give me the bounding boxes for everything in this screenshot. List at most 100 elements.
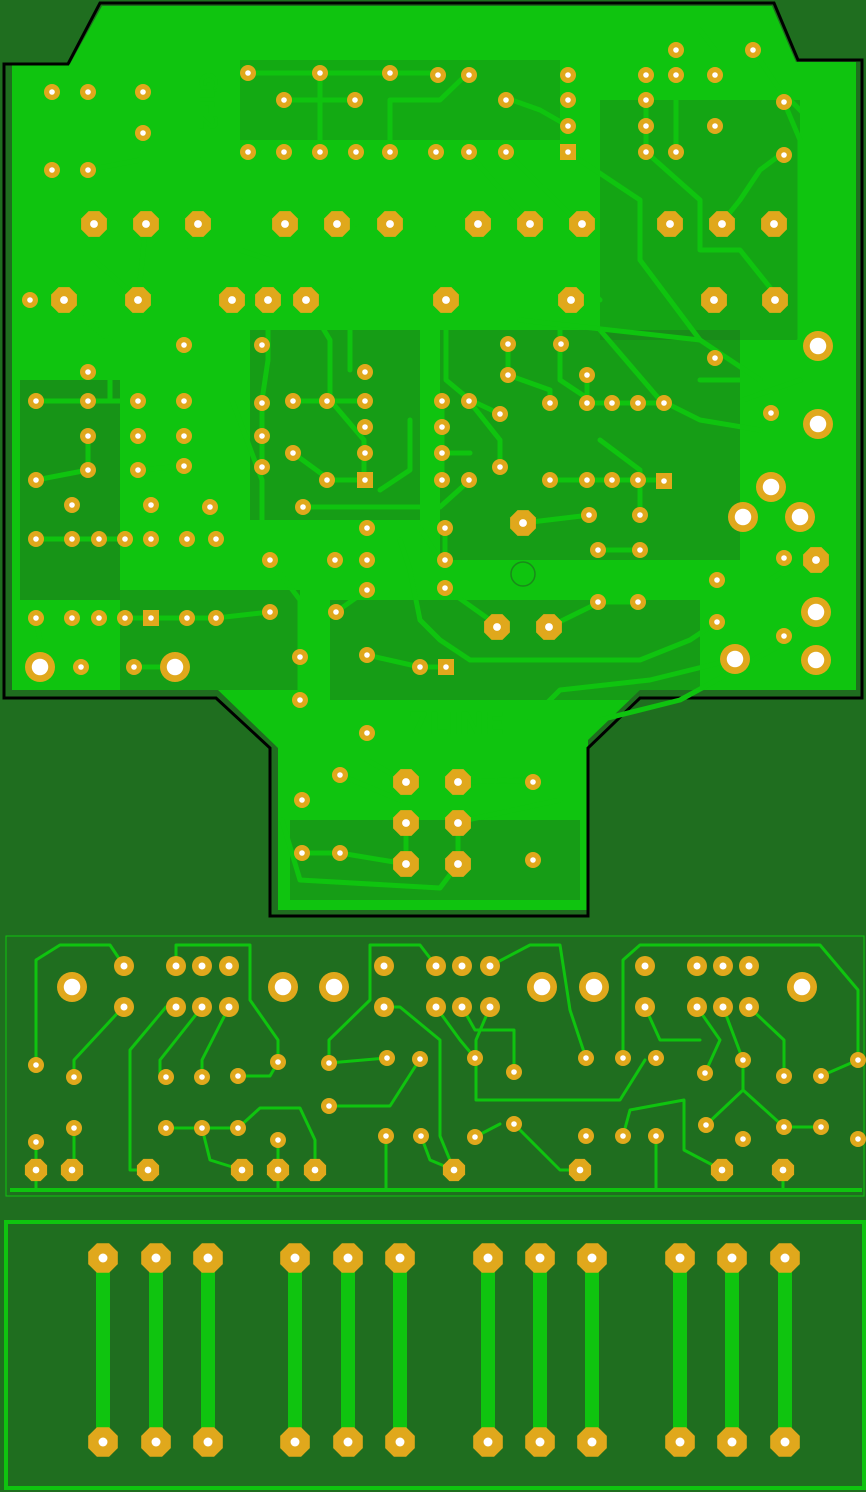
component-pad <box>498 144 514 160</box>
component-pad <box>158 1120 174 1136</box>
jack-strip-outline <box>5 935 865 1197</box>
component-pad <box>254 428 270 444</box>
drill-hole <box>300 504 306 510</box>
drill-hole <box>472 1055 478 1061</box>
component-pad <box>542 395 558 411</box>
drill-hole <box>454 819 462 827</box>
drill-hole <box>442 525 448 531</box>
trace <box>364 730 409 785</box>
drill-hole <box>362 477 368 483</box>
component-pad <box>378 1128 394 1144</box>
component-pad <box>553 336 569 352</box>
drill-hole <box>637 512 643 518</box>
component-pad <box>130 428 146 444</box>
jack-pads <box>24 956 866 1182</box>
connector-pad <box>452 997 472 1017</box>
drill-hole <box>299 797 305 803</box>
drill-hole <box>583 1055 589 1061</box>
component-pad <box>240 144 256 160</box>
trace <box>643 70 783 303</box>
drill-hole <box>497 411 503 417</box>
drill-hole <box>712 123 718 129</box>
component-pad <box>28 1134 44 1150</box>
jack-socket-pad <box>319 972 349 1002</box>
component-pad <box>80 428 96 444</box>
trace <box>740 377 803 520</box>
trace <box>229 297 265 563</box>
component-pad <box>579 367 595 383</box>
drill-hole <box>719 962 727 970</box>
drill-hole <box>395 1253 405 1263</box>
component-pad <box>604 472 620 488</box>
component-pad <box>347 92 363 108</box>
component-pad <box>328 604 344 620</box>
drill-hole <box>267 557 273 563</box>
drill-hole <box>364 525 370 531</box>
pot-pin-pad <box>81 211 107 237</box>
drill-hole <box>311 1166 319 1174</box>
trace <box>488 943 588 1060</box>
trace <box>327 1056 389 1065</box>
pot-bottom-pad <box>717 1427 747 1457</box>
component-pad <box>135 125 151 141</box>
component-pad <box>412 659 428 675</box>
trace <box>466 398 503 470</box>
drill-hole <box>493 623 501 631</box>
drill-hole <box>131 664 137 670</box>
component-pad <box>327 552 343 568</box>
component-pad <box>437 520 453 536</box>
drill-hole <box>181 433 187 439</box>
trace <box>565 149 703 343</box>
drill-hole <box>418 1133 424 1139</box>
drill-hole <box>207 504 213 510</box>
component-pad <box>525 774 541 790</box>
component-pad <box>270 1054 286 1070</box>
drill-hole <box>198 1003 206 1011</box>
pot-pin-pad <box>272 211 298 237</box>
pot-top-pad <box>473 1243 503 1273</box>
component-pad <box>735 1052 751 1068</box>
drill-hole <box>474 220 482 228</box>
component-pad <box>707 67 723 83</box>
drill-hole <box>584 477 590 483</box>
connector-pad <box>114 956 134 976</box>
drill-hole <box>148 502 154 508</box>
component-pad <box>542 472 558 488</box>
drill-hole <box>325 978 343 996</box>
drill-hole <box>673 47 679 53</box>
component-pad <box>632 542 648 558</box>
drill-hole <box>290 1437 300 1447</box>
component-pad <box>525 852 541 868</box>
drill-hole <box>486 1003 494 1011</box>
component-pad <box>208 610 224 626</box>
drill-hole <box>343 1253 353 1263</box>
drill-hole <box>290 450 296 456</box>
component-pad <box>357 364 373 380</box>
drill-hole <box>245 70 251 76</box>
drill-hole <box>432 1003 440 1011</box>
drill-hole <box>172 1003 180 1011</box>
ground-pad <box>230 1158 254 1182</box>
drill-hole <box>364 652 370 658</box>
component-pad <box>240 65 256 81</box>
trace <box>364 525 443 563</box>
drill-hole <box>417 664 423 670</box>
component-pad <box>117 531 133 547</box>
component-pad <box>348 144 364 160</box>
drill-hole <box>85 467 91 473</box>
component-pad <box>382 65 398 81</box>
component-pad <box>656 395 672 411</box>
drill-hole <box>780 1253 790 1263</box>
drill-hole <box>135 467 141 473</box>
drill-hole <box>333 609 339 615</box>
pot-pin-pad <box>377 211 403 237</box>
pot-pin-pad <box>558 287 584 313</box>
drill-hole <box>281 149 287 155</box>
drill-hole <box>163 1125 169 1131</box>
drill-hole <box>643 123 649 129</box>
component-pad <box>28 610 44 626</box>
pot-pin-pad <box>510 510 536 536</box>
trace <box>27 89 55 303</box>
drill-hole <box>198 962 206 970</box>
pot-top-pad <box>525 1243 555 1273</box>
